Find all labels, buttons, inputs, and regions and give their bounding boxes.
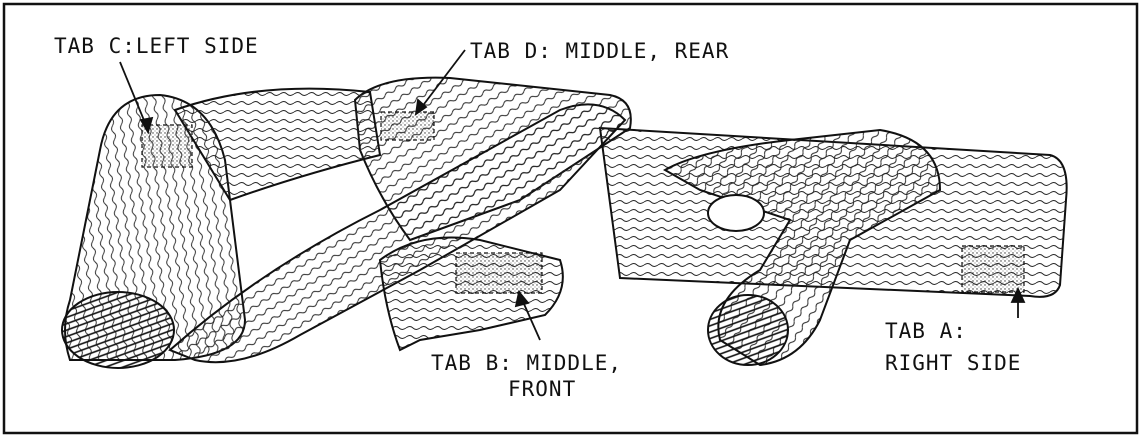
tab-b-marker (456, 253, 542, 293)
tab-a-marker (962, 246, 1024, 292)
stub-knot (708, 195, 764, 231)
tab-a-label-line2: RIGHT SIDE (885, 350, 1021, 376)
left-log-end (62, 292, 174, 368)
tab-b-label-line2: FRONT (508, 376, 576, 402)
tab-d-marker (381, 112, 434, 140)
tab-d-label: TAB D: MIDDLE, REAR (470, 38, 729, 64)
tab-c-label: TAB C:LEFT SIDE (54, 33, 259, 59)
tab-c-marker (142, 125, 192, 167)
tab-a-label-line1: TAB A: (885, 318, 967, 344)
tab-b-label-line1: TAB B: MIDDLE, (431, 350, 622, 376)
right-log-end (708, 295, 788, 365)
